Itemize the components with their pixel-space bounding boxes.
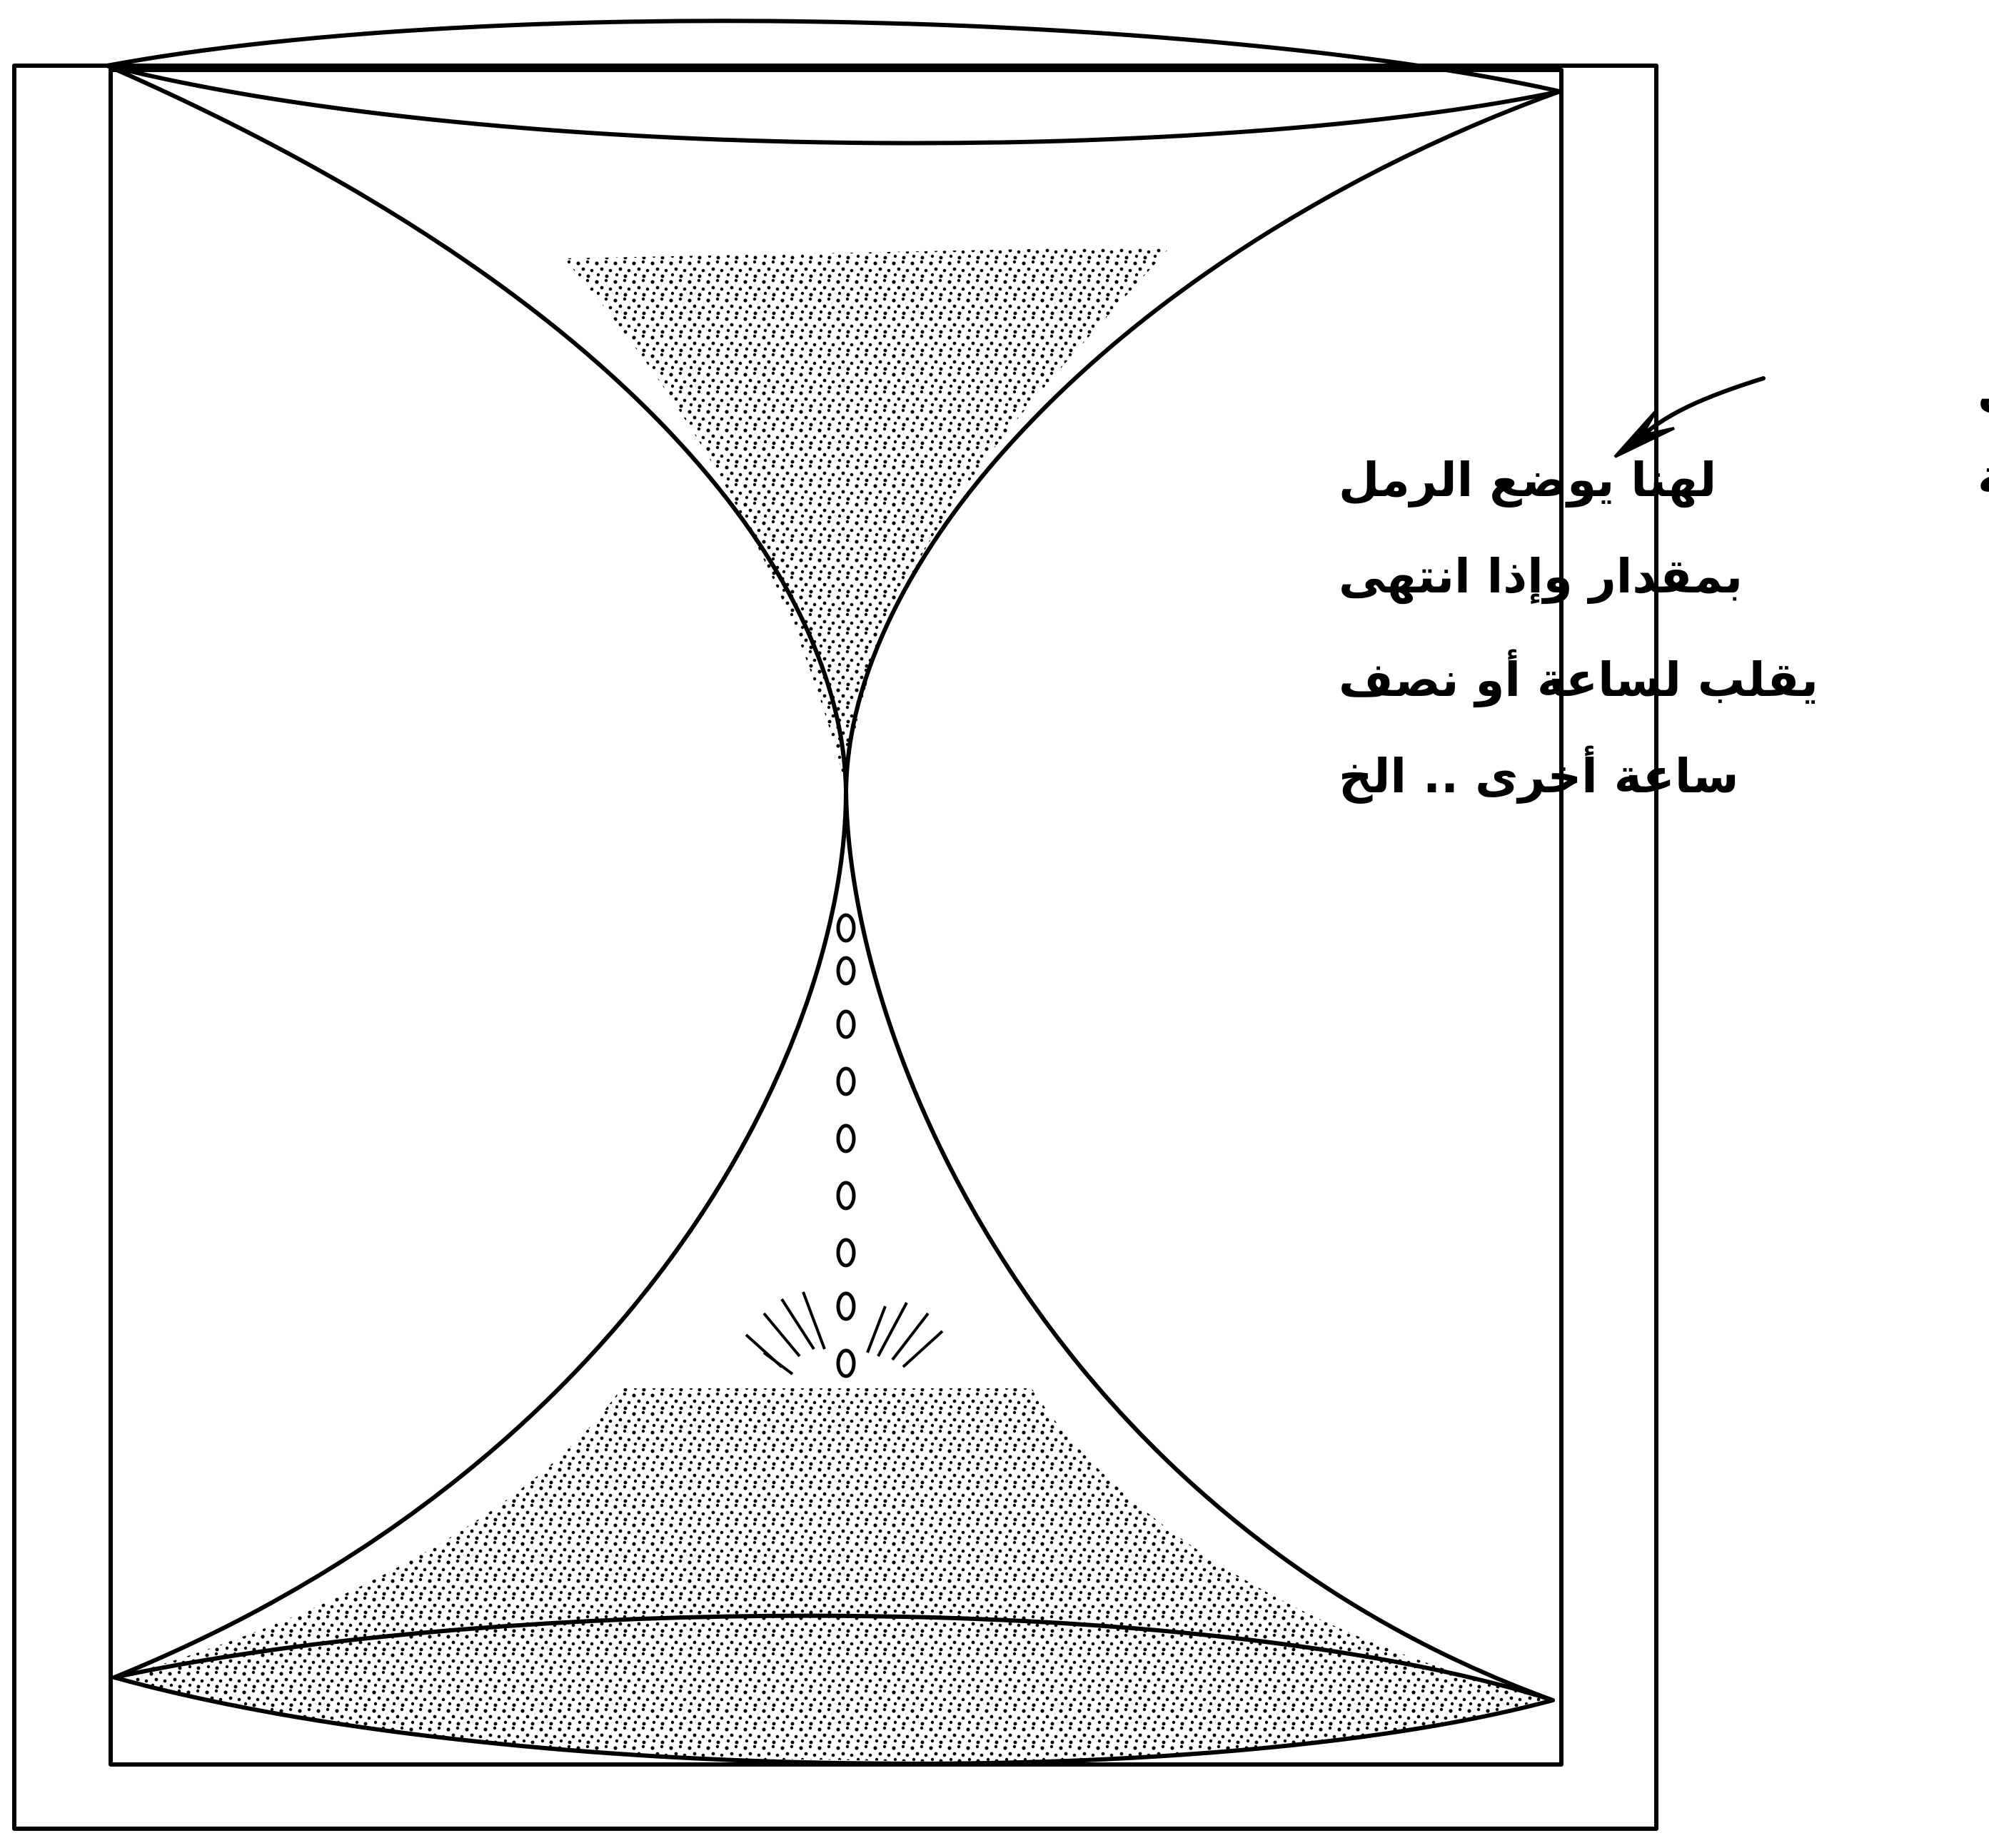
frame-label-line-2: يمسك الساعة [1978,449,1989,504]
sand-splash [746,1292,942,1374]
upper-sand [564,246,1171,789]
frame-pointer-arrow [1615,378,1763,457]
falling-grain [838,1011,854,1037]
falling-grain [838,1183,854,1208]
falling-grain [838,1069,854,1094]
sand-note: لهنا يوضع الرمل بمقدار وإذا انتهى يقلب ل… [1339,453,1818,804]
sand-note-line-1: لهنا يوضع الرمل [1339,453,1716,508]
falling-grain [838,1350,854,1376]
falling-grains [838,915,854,1376]
falling-grain [838,958,854,984]
falling-grain [838,1240,854,1266]
sand-note-line-4: ساعة أخرى .. الخ [1339,745,1739,804]
lower-sand [118,1388,1549,1762]
frame-label-line-1: جهاز خشبي [1978,363,1989,419]
falling-grain [838,1293,854,1319]
top-lid [107,21,1560,143]
sand-note-line-2: بمقدار وإذا انتهى [1339,549,1743,605]
falling-grain [838,915,854,941]
sand-note-line-3: يقلب لساعة أو نصف [1339,649,1818,708]
falling-grain [838,1126,854,1151]
frame-label: جهاز خشبي يمسك الساعة [1978,363,1989,504]
